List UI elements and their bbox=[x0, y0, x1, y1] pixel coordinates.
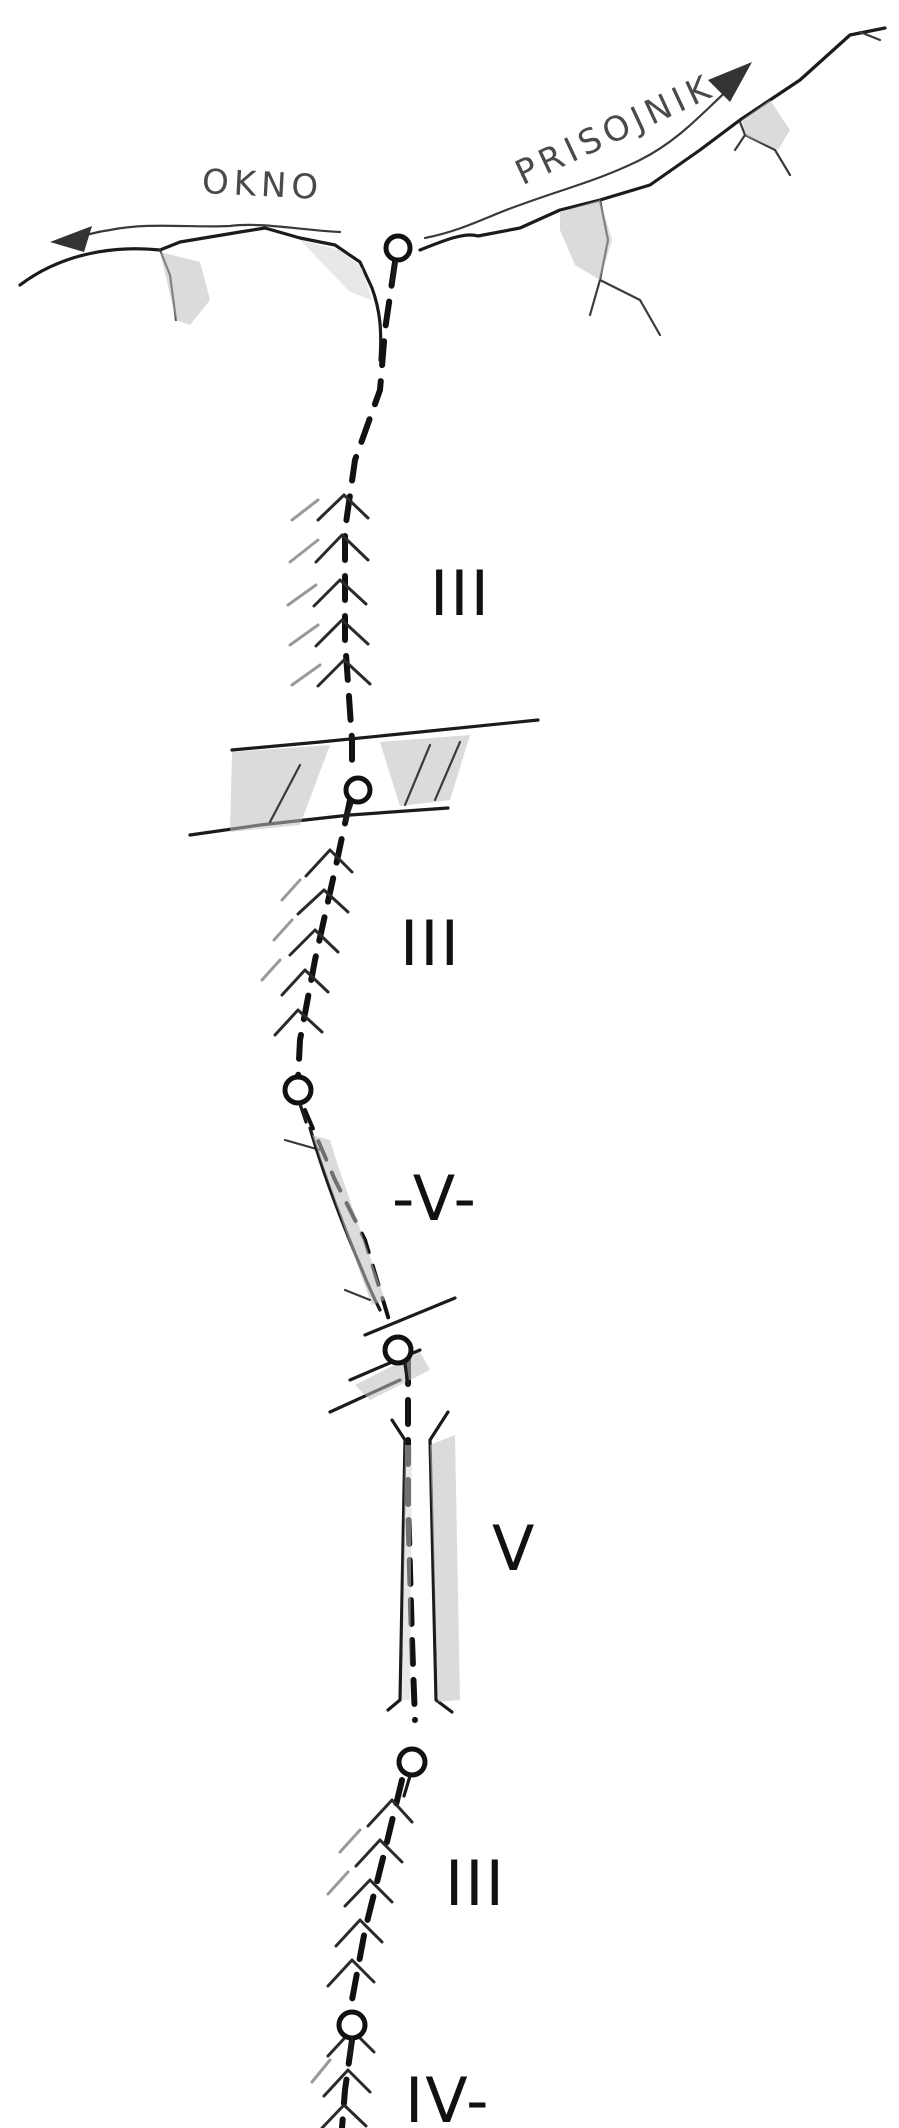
summit-ridge bbox=[18, 26, 887, 362]
ridge-left bbox=[18, 226, 383, 362]
belay-station-icon bbox=[343, 775, 373, 822]
arrow-head-icon bbox=[50, 226, 92, 252]
ridge-chevrons-pitch-5 bbox=[326, 1798, 414, 1988]
belay-station-icon bbox=[396, 1746, 428, 1798]
grade-pitch-4: V bbox=[492, 1512, 536, 1585]
belay-station-icon bbox=[336, 2009, 368, 2058]
arrow-head-icon bbox=[708, 62, 752, 102]
grade-pitch-1: III bbox=[430, 557, 491, 630]
slab-pitch-3 bbox=[283, 1126, 385, 1312]
grade-pitch-5: III bbox=[445, 1847, 506, 1920]
chimney-pitch-4 bbox=[386, 1410, 460, 1714]
belay-station-icon bbox=[282, 1074, 314, 1124]
ridge-chevrons-pitch-2 bbox=[260, 848, 354, 1037]
belay-station-icon bbox=[382, 1334, 414, 1387]
ledge bbox=[188, 718, 540, 837]
ridge-chevrons-pitch-1 bbox=[286, 493, 372, 688]
ridge-chevrons-pitch-6 bbox=[310, 2028, 376, 2128]
grade-labels: III III -V- V III IV- bbox=[392, 557, 536, 2128]
grade-pitch-2: III bbox=[400, 907, 461, 980]
belay-stations bbox=[282, 233, 428, 2058]
label-okno: OKNO bbox=[201, 162, 324, 208]
direction-okno: OKNO bbox=[50, 162, 342, 252]
grade-pitch-6: IV- bbox=[405, 2064, 490, 2128]
label-prisojnik: PRISOJNIK bbox=[509, 66, 721, 193]
belay-station-icon bbox=[383, 233, 413, 284]
grade-pitch-3: -V- bbox=[392, 1162, 478, 1235]
ridge-right bbox=[418, 26, 887, 252]
